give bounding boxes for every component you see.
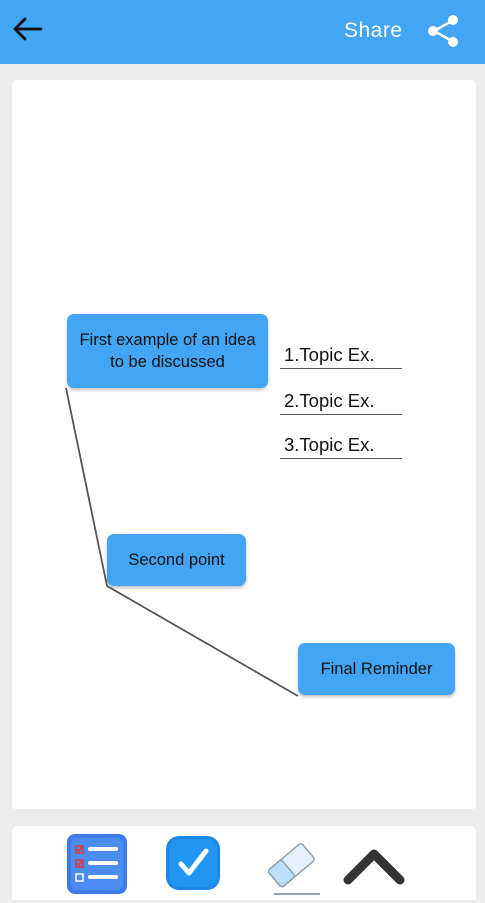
mindmap-node-second[interactable]: Second point (107, 534, 246, 586)
share-icon-button[interactable] (424, 12, 462, 50)
arrow-left-icon (13, 17, 43, 41)
mindmap-canvas[interactable] (12, 80, 476, 809)
mindmap-node-first[interactable]: First example of an idea to be discussed (67, 314, 268, 388)
check-button[interactable] (166, 836, 220, 890)
eraser-button[interactable] (260, 834, 324, 898)
topic-item-3[interactable]: 3.Topic Ex. (280, 434, 402, 459)
checkmark-icon (166, 836, 220, 890)
back-button[interactable] (10, 14, 46, 46)
share-button[interactable]: Share (344, 19, 403, 42)
top-app-bar: Share (0, 0, 485, 64)
topic-item-1[interactable]: 1.Topic Ex. (280, 344, 402, 369)
checklist-button[interactable] (67, 834, 127, 894)
chevron-up-icon (343, 849, 405, 885)
mindmap-node-final[interactable]: Final Reminder (298, 643, 455, 695)
share-icon (428, 15, 458, 47)
checklist-icon (67, 834, 127, 894)
node-text: First example of an idea to be discussed (79, 331, 256, 371)
node-text: Final Reminder (320, 660, 433, 678)
eraser-icon (267, 843, 320, 895)
collapse-button[interactable] (342, 846, 406, 886)
node-text: Second point (128, 551, 225, 569)
topic-item-2[interactable]: 2.Topic Ex. (280, 390, 402, 415)
